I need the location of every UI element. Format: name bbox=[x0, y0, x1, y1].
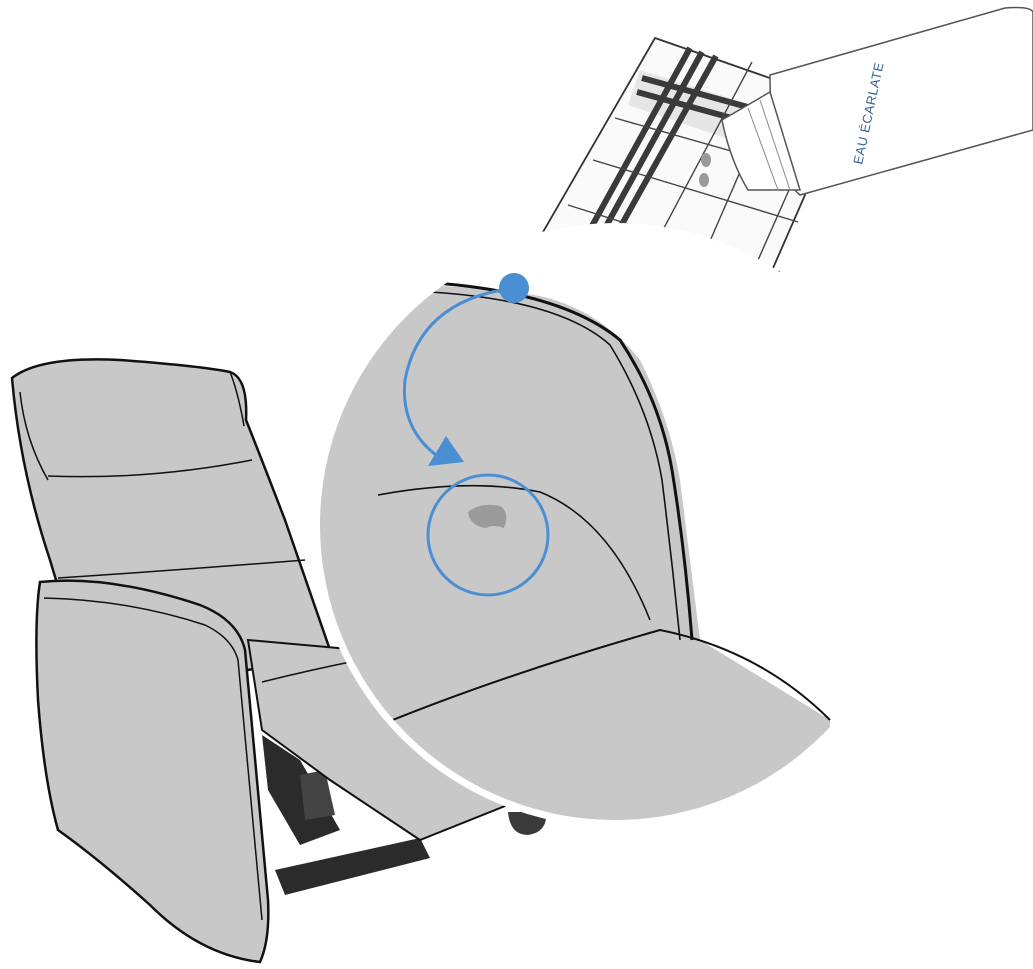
zoom-inset bbox=[313, 223, 917, 827]
origin-dot bbox=[499, 273, 529, 303]
chair-foot bbox=[508, 812, 547, 835]
recliner-mechanism bbox=[262, 735, 430, 895]
cleaner-bottle: EAU ÉCARLATE bbox=[721, 6, 1033, 196]
arrow-head-icon bbox=[428, 436, 464, 466]
stain-focus-circle bbox=[426, 473, 550, 597]
recliner-chair bbox=[10, 358, 547, 964]
chair-armrest bbox=[35, 579, 270, 964]
stain-mark bbox=[468, 504, 507, 528]
pointer-arrow bbox=[402, 286, 515, 460]
